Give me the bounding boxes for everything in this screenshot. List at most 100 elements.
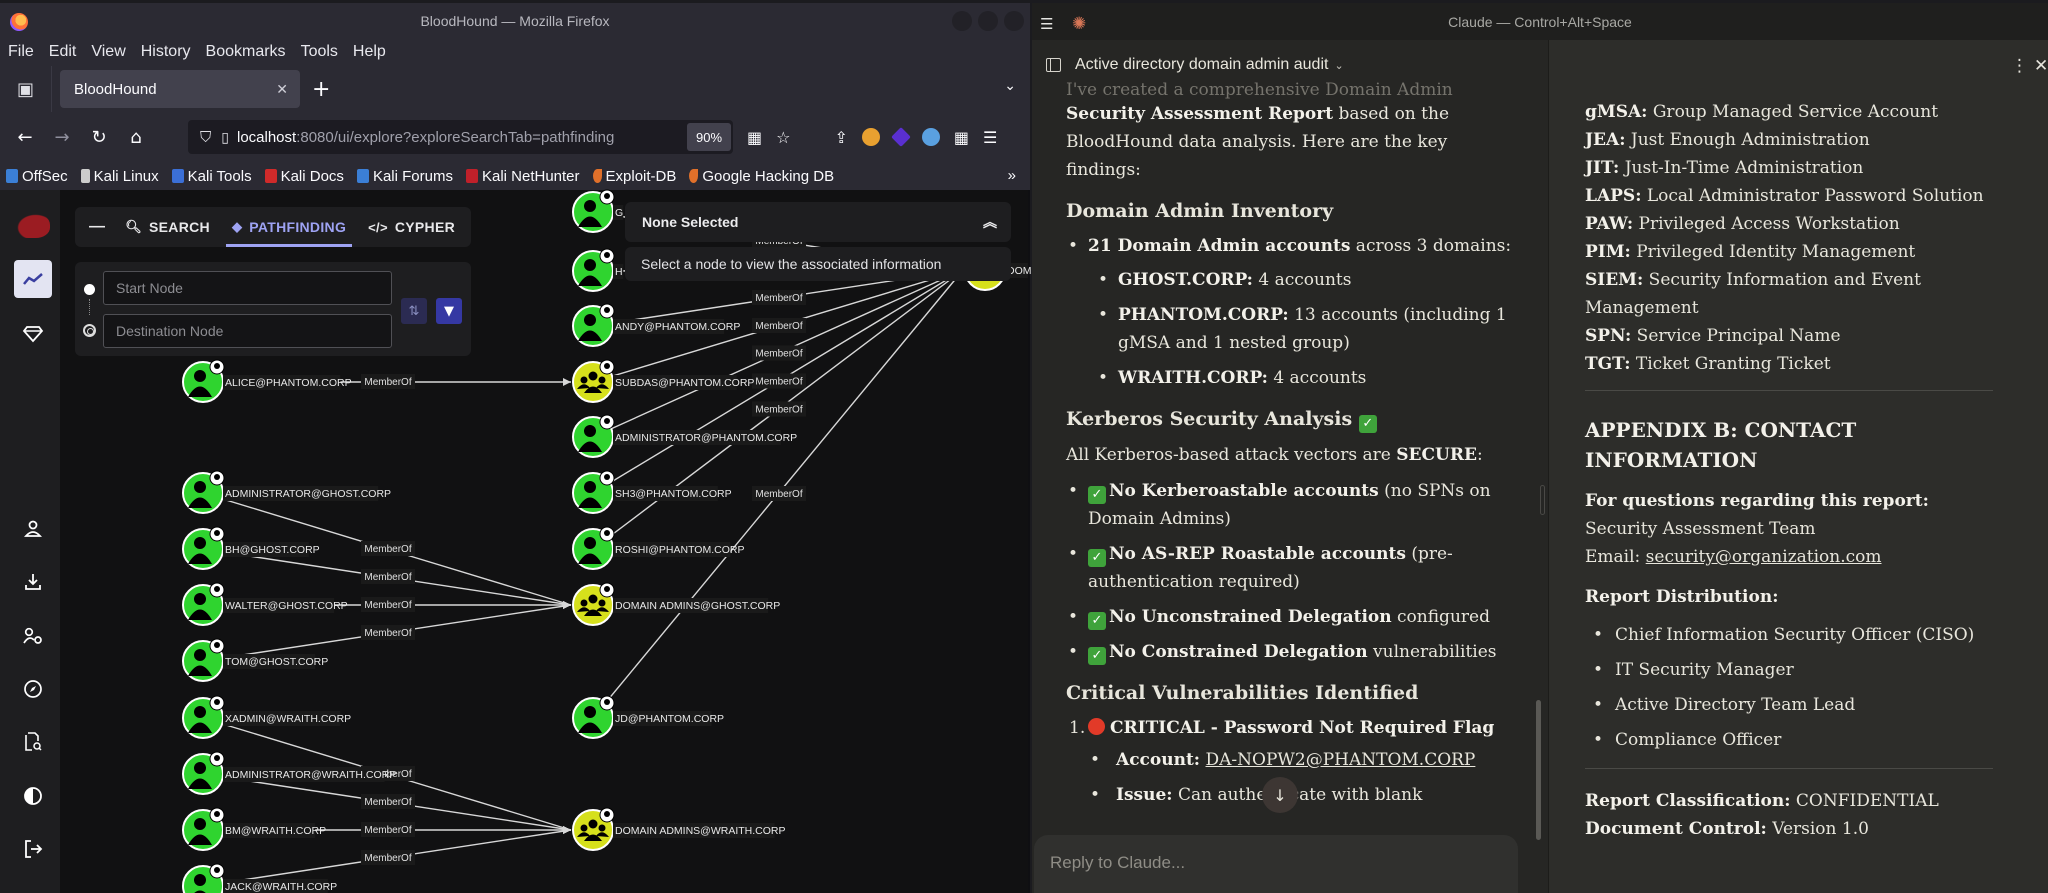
sidebar-toggle-icon[interactable] <box>1046 58 1061 72</box>
edge-label: MemberOf <box>364 769 411 780</box>
start-node-input[interactable]: Start Node <box>103 271 392 305</box>
email-line: Email: security@organization.com <box>1585 547 1882 567</box>
tracking-shield-icon[interactable]: ⛉ <box>200 128 212 146</box>
pathfinding-card: Start Node Destination Node ⇅ ▼ <box>75 262 471 356</box>
qr-code-icon[interactable]: ▦ <box>747 127 763 147</box>
tab-cypher[interactable]: </>CYPHER <box>368 219 455 235</box>
compass-icon[interactable] <box>14 670 52 708</box>
tab-bloodhound[interactable]: BloodHound ✕ <box>60 70 300 108</box>
reply-input[interactable]: Reply to Claude... <box>1034 835 1518 893</box>
tier-zero-badge-icon <box>214 642 220 648</box>
reload-button[interactable]: ↻ <box>91 126 107 148</box>
logout-icon[interactable] <box>14 830 52 868</box>
group-icon <box>598 376 606 384</box>
bookmark-kali-forums[interactable]: Kali Forums <box>356 168 453 185</box>
administration-icon[interactable] <box>14 617 52 655</box>
tab-title: BloodHound <box>74 80 157 98</box>
edge-label-bg <box>752 373 806 389</box>
bookmark-kali-docs[interactable]: Kali Docs <box>264 168 344 185</box>
more-options-icon[interactable]: ⋮ <box>2011 56 2028 76</box>
close-tab-icon[interactable]: ✕ <box>276 80 288 97</box>
conversation-menu-chevron-icon[interactable]: ⌄ <box>1334 59 1344 72</box>
artifact-panel: ⋮ ✕ gMSA: Group Managed Service Account … <box>1548 40 2048 893</box>
menu-view[interactable]: View <box>91 43 126 60</box>
download-collectors-icon[interactable] <box>14 563 52 601</box>
menu-edit[interactable]: Edit <box>48 43 77 60</box>
edge-filter-button[interactable]: ▼ <box>436 298 462 324</box>
tab-pathfinding[interactable]: ◆PATHFINDING <box>225 207 353 247</box>
menu-tools[interactable]: Tools <box>300 43 338 60</box>
account-link[interactable]: DA-NOPW2@PHANTOM.CORP <box>1205 750 1476 770</box>
graph-svg[interactable]: MemberOfMemberOfMemberOfMemberOfMemberOf… <box>60 189 1032 893</box>
appendix-heading: APPENDIX B: CONTACT INFORMATION <box>1585 418 1857 472</box>
group-icon <box>596 607 609 612</box>
claude-window: ☰ ✺ Claude — Control+Alt+Space Active di… <box>1032 0 2048 893</box>
extension-foxyproxy-icon[interactable] <box>861 128 880 146</box>
bookmark-google-hacking-db[interactable]: Google Hacking DB <box>689 168 834 185</box>
collapse-chevrons-icon[interactable]: ︽ <box>983 214 997 230</box>
node-label-bg <box>613 375 737 390</box>
node-label: SH3@PHANTOM.CORP <box>615 488 732 500</box>
bookmark-star-icon[interactable]: ☆ <box>776 127 791 147</box>
explore-nav-icon[interactable] <box>14 260 52 298</box>
destination-target-icon <box>83 324 96 337</box>
url-bar[interactable]: ⛉ ▯ localhost :8080/ui/explore?exploreSe… <box>188 120 733 154</box>
close-window-button[interactable] <box>1004 11 1024 31</box>
bookmark-kali-tools[interactable]: Kali Tools <box>171 168 252 185</box>
bookmark-offsec[interactable]: OffSec <box>6 168 68 185</box>
profile-icon[interactable] <box>14 510 52 548</box>
destination-node-input[interactable]: Destination Node <box>103 314 392 348</box>
search-icon: 🔍︎ <box>125 219 143 234</box>
tab-search[interactable]: 🔍︎SEARCH <box>125 219 210 235</box>
menu-help[interactable]: Help <box>352 43 386 60</box>
minimize-button[interactable] <box>952 11 972 31</box>
hamburger-menu-icon[interactable]: ☰ <box>1040 16 1054 33</box>
firefox-view-icon[interactable]: ▣ <box>0 66 52 112</box>
app-menu-icon[interactable]: ☰ <box>983 127 998 147</box>
zoom-level-button[interactable]: 90% <box>687 123 731 151</box>
dark-mode-toggle-icon[interactable] <box>14 777 52 815</box>
forward-button[interactable]: → <box>54 126 70 148</box>
user-icon <box>188 497 212 508</box>
menu-file[interactable]: File <box>8 43 34 60</box>
node-label: JD@PHANTOM.CORP <box>615 713 724 725</box>
user-icon <box>188 553 212 564</box>
node-label-bg <box>613 711 712 726</box>
pathfinding-icon: ◆ <box>231 219 243 234</box>
node-label: ADMINISTRATOR@PHANTOM.CORP <box>615 432 797 444</box>
conversation-title[interactable]: Active directory domain admin audit <box>1075 56 1329 73</box>
node-label-bg <box>223 598 335 613</box>
node-label-bg <box>223 375 341 390</box>
new-tab-button[interactable]: + <box>312 76 331 102</box>
close-artifact-icon[interactable]: ✕ <box>2034 56 2048 76</box>
zones-diamond-icon[interactable] <box>14 315 52 353</box>
entity-info-header[interactable]: None Selected ︽ <box>625 202 1011 242</box>
menu-history[interactable]: History <box>140 43 191 60</box>
edge-label: MemberOf <box>755 405 802 416</box>
collapse-search-button[interactable]: — <box>88 218 106 235</box>
extensions-icon[interactable]: ▦ <box>953 127 969 147</box>
assistant-message: I've created a comprehensive Domain Admi… <box>1066 82 1526 816</box>
extension-cookie-icon[interactable] <box>921 128 940 146</box>
list-tabs-chevron-icon[interactable]: ⌄ <box>1004 78 1016 94</box>
bookmark-kali-linux[interactable]: Kali Linux <box>80 168 159 185</box>
page-info-icon[interactable]: ▯ <box>221 128 229 145</box>
node-label-bg <box>223 542 309 557</box>
maximize-button[interactable] <box>978 11 998 31</box>
bookmark-kali-nethunter[interactable]: Kali NetHunter <box>465 168 580 185</box>
email-link[interactable]: security@organization.com <box>1645 547 1882 567</box>
home-button[interactable]: ⌂ <box>130 126 142 148</box>
share-icon[interactable]: ⇪ <box>834 127 848 147</box>
more-bookmarks-chevron-icon[interactable]: » <box>1007 167 1016 184</box>
extension-wappalyzer-icon[interactable] <box>890 127 911 147</box>
swap-nodes-button[interactable]: ⇅ <box>401 298 427 324</box>
back-button[interactable]: ← <box>17 126 33 148</box>
bookmark-exploit-db[interactable]: Exploit-DB <box>592 168 676 185</box>
scroll-to-bottom-button[interactable]: ↓ <box>1262 777 1298 813</box>
list-item: Active Directory Team Lead <box>1585 691 2005 719</box>
chat-scrollbar[interactable] <box>1536 700 1541 840</box>
glossary-item: PIM: Privileged Identity Management <box>1585 242 1916 262</box>
menu-bookmarks[interactable]: Bookmarks <box>205 43 286 60</box>
api-docs-icon[interactable] <box>14 723 52 761</box>
